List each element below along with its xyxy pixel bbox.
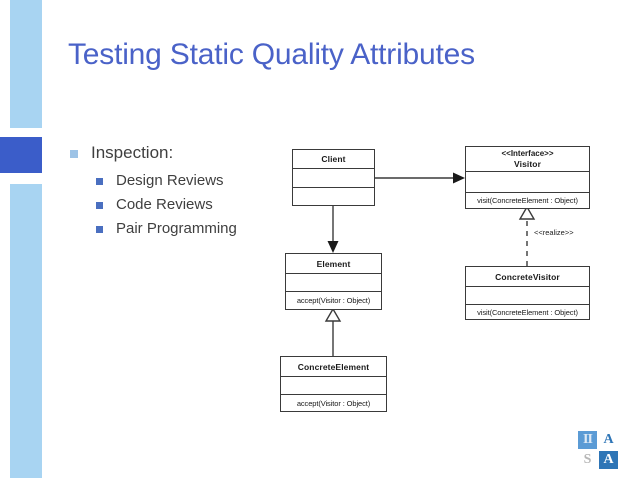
slide-title: Testing Static Quality Attributes: [68, 38, 475, 71]
uml-concrete-element-header: ConcreteElement: [281, 357, 386, 377]
uml-client-methods: [293, 188, 374, 205]
sub-bullet-marker-icon: [96, 178, 103, 185]
uml-connectors: [324, 172, 536, 356]
bullet-code-reviews: Code Reviews: [70, 193, 270, 217]
bullet-code-reviews-label: Code Reviews: [116, 196, 213, 213]
uml-element-attributes: [286, 274, 381, 292]
uml-element-header: Element: [286, 254, 381, 274]
bullet-design-reviews: Design Reviews: [70, 169, 270, 193]
decor-bar-light-bottom: [10, 184, 42, 478]
uml-class-client: Client: [292, 149, 375, 206]
bullet-inspection: Inspection:: [70, 140, 270, 166]
uml-visitor-stereotype: <<Interface>>: [501, 149, 554, 158]
sub-bullet-marker-icon: [96, 226, 103, 233]
uml-element-name: Element: [316, 258, 351, 269]
sub-bullet-marker-icon: [96, 202, 103, 209]
uml-concrete-element-name: ConcreteElement: [297, 361, 370, 372]
uml-client-header: Client: [293, 150, 374, 169]
bullet-pair-programming-label: Pair Programming: [116, 220, 237, 237]
uml-class-element: Element accept(Visitor : Object): [285, 253, 382, 310]
uml-class-visitor: <<Interface>> Visitor visit(ConcreteElem…: [465, 146, 590, 209]
uml-concrete-visitor-methods: visit(ConcreteElement : Object): [477, 307, 578, 317]
uml-client-name: Client: [321, 154, 346, 164]
uml-visitor-header: <<Interface>> Visitor: [466, 147, 589, 172]
uml-concrete-visitor-header: ConcreteVisitor: [466, 267, 589, 287]
uml-class-diagram: Client <<Interface>> Visitor visit(Concr…: [262, 138, 638, 428]
bullet-inspection-label: Inspection:: [91, 143, 174, 162]
logo-cell-a-bottom: A: [599, 451, 618, 469]
uml-visitor-name: Visitor: [514, 159, 541, 169]
uml-element-methods: accept(Visitor : Object): [296, 296, 371, 305]
uml-visitor-methods: visit(ConcreteElement : Object): [477, 196, 578, 205]
logo-cell-a-top: A: [599, 431, 618, 449]
bullet-marker-icon: [70, 150, 78, 158]
uml-concrete-element-attributes: [281, 377, 386, 395]
uml-concrete-visitor-attributes: [466, 287, 589, 305]
logo-cell-i: II: [578, 431, 597, 449]
uml-realize-label: <<realize>>: [534, 228, 574, 237]
uml-class-concrete-element: ConcreteElement accept(Visitor : Object): [280, 356, 387, 412]
uml-visitor-attributes: [466, 172, 589, 193]
bullet-pair-programming: Pair Programming: [70, 217, 270, 241]
decor-bar-light-top: [10, 0, 42, 128]
bullet-list: Inspection: Design Reviews Code Reviews …: [70, 140, 270, 241]
uml-class-concrete-visitor: ConcreteVisitor visit(ConcreteElement : …: [465, 266, 590, 320]
uml-concrete-element-methods: accept(Visitor : Object): [296, 398, 371, 408]
isa-logo: II A S A: [578, 431, 620, 471]
uml-concrete-visitor-name: ConcreteVisitor: [495, 271, 560, 282]
uml-client-attributes: [293, 169, 374, 188]
decor-bar-dark: [0, 137, 42, 173]
logo-cell-s: S: [578, 451, 597, 469]
bullet-design-reviews-label: Design Reviews: [116, 172, 224, 189]
